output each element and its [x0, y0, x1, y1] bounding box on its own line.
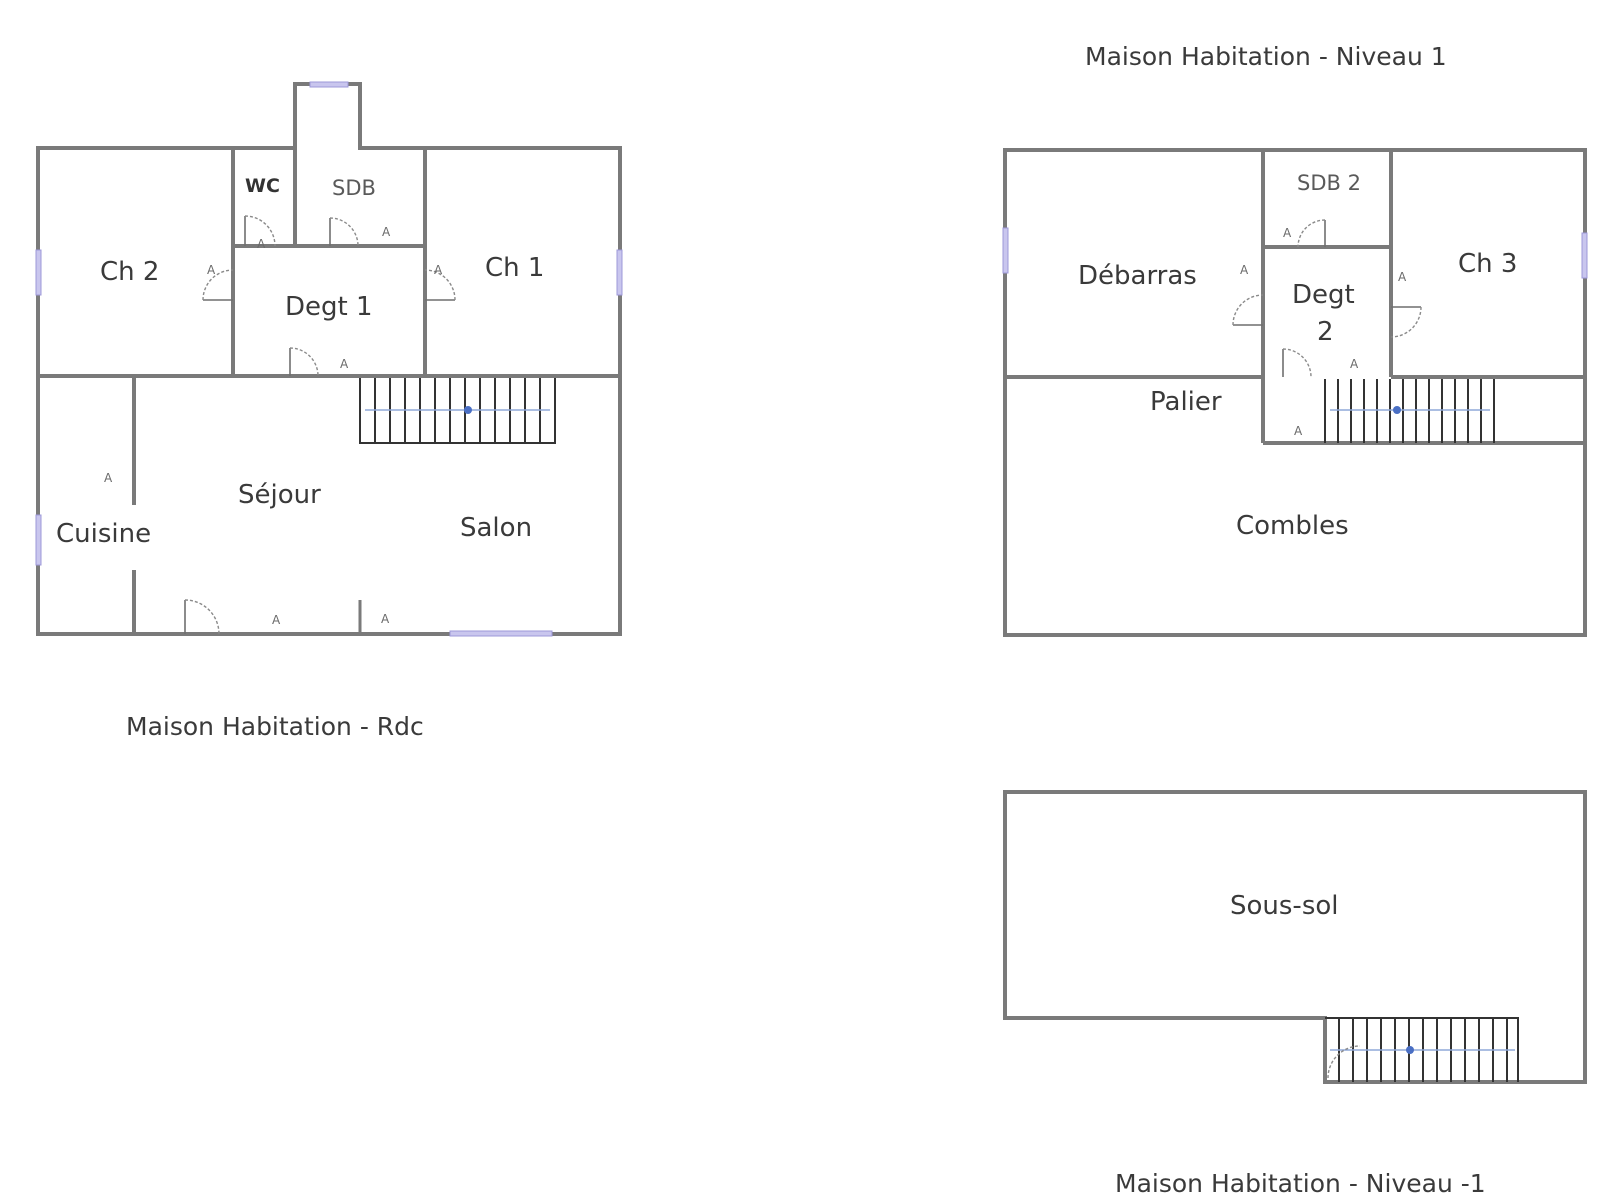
- niveau1-window-ch3: [1581, 232, 1588, 279]
- plan-niveau-moins-1: Sous-sol Maison Habitation - Niveau -1: [1003, 790, 1587, 1198]
- rdc-door-ch1: [424, 269, 456, 301]
- room-label-sdb2: SDB 2: [1297, 171, 1361, 195]
- rdc-door-ch2: [202, 269, 234, 301]
- rdc-outer-wall: [36, 82, 622, 636]
- room-label-soussol: Sous-sol: [1230, 891, 1339, 921]
- room-label-combles: Combles: [1236, 511, 1349, 541]
- room-label-ch3: Ch 3: [1458, 249, 1517, 279]
- room-label-palier: Palier: [1150, 387, 1222, 417]
- rdc-door-entry: [184, 599, 220, 635]
- rdc-door-degt1: [289, 347, 319, 377]
- room-label-salon: Salon: [460, 513, 532, 543]
- outlet-mark: A: [434, 263, 443, 277]
- niveau1-window-debarras: [1002, 227, 1009, 274]
- rdc-window-ch1: [616, 249, 623, 296]
- rdc-door-sdb: [329, 217, 359, 247]
- soussol-staircase: [1325, 1017, 1519, 1082]
- room-label-sejour: Séjour: [238, 480, 321, 510]
- niveau1-door-sdb2: [1297, 219, 1326, 248]
- caption-niveau-moins-1: Maison Habitation - Niveau -1: [1115, 1169, 1486, 1198]
- caption-rdc: Maison Habitation - Rdc: [126, 712, 424, 741]
- outlet-mark: A: [1240, 263, 1249, 277]
- outlet-mark: A: [382, 225, 391, 239]
- rdc-window-salon: [449, 630, 553, 637]
- outlet-mark: A: [257, 237, 266, 251]
- soussol-outer-wall: [1003, 790, 1587, 1084]
- room-label-ch2: Ch 2: [100, 257, 159, 287]
- caption-niveau-1: Maison Habitation - Niveau 1: [1085, 42, 1447, 71]
- room-label-degt1: Degt 1: [285, 292, 373, 322]
- room-label-debarras: Débarras: [1078, 261, 1197, 291]
- outlet-mark: A: [1350, 357, 1359, 371]
- outlet-mark: A: [381, 612, 390, 626]
- rdc-staircase: [359, 378, 556, 444]
- niveau1-door-degt2: [1282, 348, 1312, 378]
- rdc-window-cuisine: [35, 514, 42, 566]
- outlet-mark: A: [1294, 424, 1303, 438]
- rdc-window-ch2: [35, 249, 42, 296]
- niveau1-staircase: [1324, 379, 1495, 443]
- plan-rdc: Ch 2 WC SDB Ch 1 Degt 1 Cuisine Séjour S…: [35, 81, 623, 741]
- outlet-mark: A: [340, 357, 349, 371]
- niveau1-outer-wall: [1003, 148, 1587, 637]
- room-label-cuisine: Cuisine: [56, 519, 151, 549]
- rdc-door-wc: [244, 215, 276, 247]
- outlet-mark: A: [272, 613, 281, 627]
- room-label-wc: WC: [245, 175, 280, 197]
- room-label-degt2-line2: 2: [1317, 317, 1334, 347]
- room-label-ch1: Ch 1: [485, 253, 544, 283]
- room-label-degt2-line1: Degt: [1292, 280, 1355, 310]
- outlet-mark: A: [1283, 226, 1292, 240]
- room-label-sdb: SDB: [332, 176, 376, 200]
- plan-niveau-1: Maison Habitation - Niveau 1: [1002, 42, 1588, 637]
- outlet-mark: A: [104, 471, 113, 485]
- outlet-mark: A: [207, 263, 216, 277]
- niveau1-door-ch3: [1390, 306, 1422, 338]
- niveau1-door-debarras: [1232, 294, 1264, 326]
- outlet-mark: A: [1398, 270, 1407, 284]
- rdc-window-sdb: [309, 81, 349, 88]
